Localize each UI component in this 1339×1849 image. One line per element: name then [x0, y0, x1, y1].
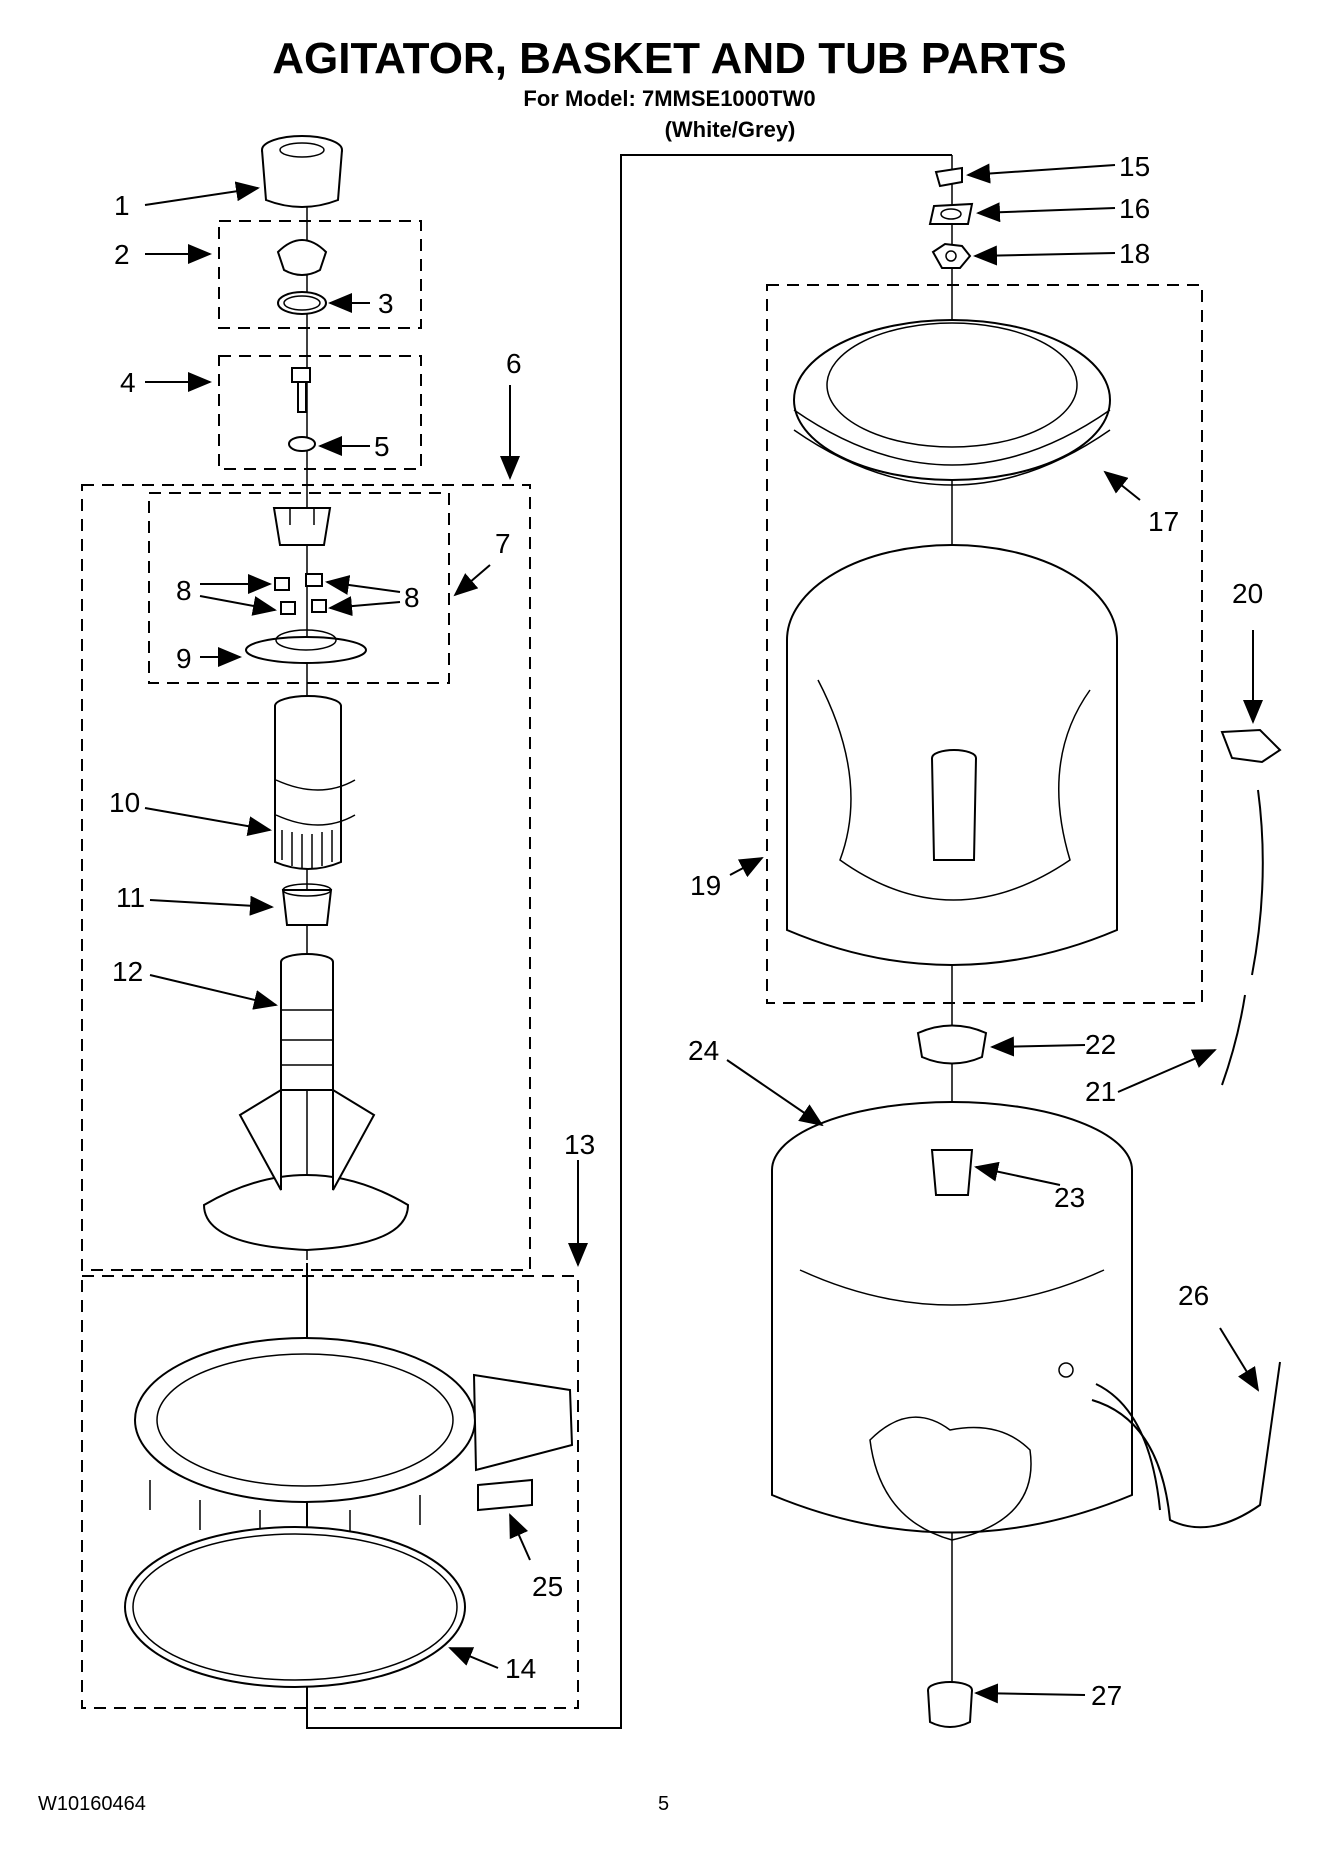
- part-23: [930, 1149, 974, 1196]
- callout-15: 15: [1119, 151, 1150, 182]
- callout-11: 11: [116, 882, 145, 913]
- callout-14: 14: [505, 1653, 536, 1684]
- part-10-barrel: [274, 695, 356, 870]
- part-8-dogs: [274, 573, 327, 615]
- callout-10: 10: [109, 787, 140, 818]
- part-21-hose-a: [1251, 789, 1264, 976]
- part-20-clip: [1220, 728, 1282, 764]
- part-7: [272, 507, 332, 546]
- callout-9: 9: [176, 643, 192, 674]
- callout-17: 17: [1148, 506, 1179, 537]
- group-box-17-19: [766, 284, 1203, 1004]
- callout-2: 2: [114, 239, 130, 270]
- callout-21: 21: [1085, 1076, 1116, 1107]
- part-9: [245, 629, 367, 664]
- part-1-cap: [261, 135, 343, 208]
- callout-18: 18: [1119, 238, 1150, 269]
- color-variant: (White/Grey): [664, 117, 796, 142]
- page-title: AGITATOR, BASKET AND TUB PARTS: [272, 34, 1067, 83]
- callout-27: 27: [1091, 1680, 1122, 1711]
- part-17-balance-ring: [793, 319, 1111, 486]
- callout-12: 12: [112, 956, 143, 987]
- callout-22: 22: [1085, 1029, 1116, 1060]
- callout-6: 6: [506, 348, 522, 379]
- part-4-bolt: [291, 367, 311, 413]
- callout-5: 5: [374, 431, 390, 462]
- group-box-7: [148, 492, 450, 684]
- page-number: 5: [658, 1793, 670, 1815]
- part-15: [934, 166, 963, 188]
- part-14-seal: [124, 1526, 466, 1688]
- callout-19: 19: [690, 870, 721, 901]
- callout-3: 3: [378, 288, 394, 319]
- part-26-drain-hose: [1091, 1361, 1281, 1529]
- callout-23: 23: [1054, 1182, 1085, 1213]
- part-25: [477, 1478, 533, 1512]
- part-2: [276, 239, 328, 276]
- callout-20: 20: [1232, 578, 1263, 609]
- group-box-13: [81, 1275, 579, 1709]
- callout-4: 4: [120, 367, 136, 398]
- callout-25: 25: [532, 1571, 563, 1602]
- callout-26: 26: [1178, 1280, 1209, 1311]
- part-18-nut: [931, 242, 972, 269]
- callout-1: 1: [114, 190, 130, 221]
- group-box-2: [218, 220, 422, 329]
- part-16: [928, 202, 974, 225]
- part-22-clamp: [916, 1024, 988, 1065]
- part-27: [927, 1681, 973, 1728]
- part-5-washer: [288, 436, 316, 452]
- model-subtitle: For Model: 7MMSE1000TW0: [523, 86, 816, 111]
- callout-8b: 8: [404, 582, 420, 613]
- part-11: [281, 883, 333, 926]
- callout-13: 13: [564, 1129, 595, 1160]
- part-13-tub-ring: [134, 1337, 574, 1540]
- part-19-basket: [786, 544, 1118, 966]
- part-12-base: [202, 953, 410, 1252]
- callout-8a: 8: [176, 575, 192, 606]
- document-number: W10160464: [38, 1793, 146, 1815]
- group-box-4: [218, 355, 422, 470]
- callout-16: 16: [1119, 193, 1150, 224]
- callout-24: 24: [688, 1035, 719, 1066]
- callout-7: 7: [495, 528, 511, 559]
- group-box-6: [81, 484, 531, 1271]
